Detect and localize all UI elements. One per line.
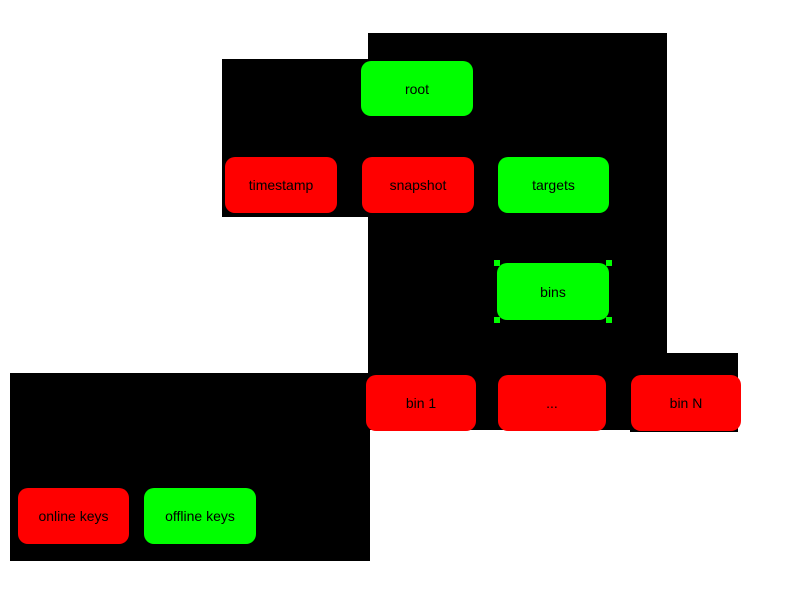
node-label: targets	[532, 177, 575, 193]
node-root[interactable]: root	[361, 61, 473, 116]
node-label: timestamp	[248, 177, 314, 193]
node-bin-1[interactable]: bin 1	[366, 375, 476, 431]
node-label: root	[404, 80, 430, 97]
node-label: online keys	[38, 508, 109, 524]
node-label: bin N	[669, 395, 703, 411]
node-targets[interactable]: targets	[498, 157, 609, 213]
node-bin-ellipsis[interactable]: ...	[498, 375, 606, 431]
node-label: offline keys	[165, 508, 235, 524]
node-bin-n[interactable]: bin N	[631, 375, 741, 431]
node-online-keys[interactable]: online keys	[18, 488, 129, 544]
node-timestamp[interactable]: timestamp	[225, 157, 337, 213]
node-label: snapshot	[389, 177, 447, 193]
node-snapshot[interactable]: snapshot	[362, 157, 474, 213]
node-label: bin 1	[405, 395, 437, 411]
node-bins[interactable]: bins	[494, 260, 612, 323]
node-label: bins	[540, 283, 566, 300]
node-label: ...	[546, 395, 558, 411]
node-offline-keys[interactable]: offline keys	[144, 488, 256, 544]
